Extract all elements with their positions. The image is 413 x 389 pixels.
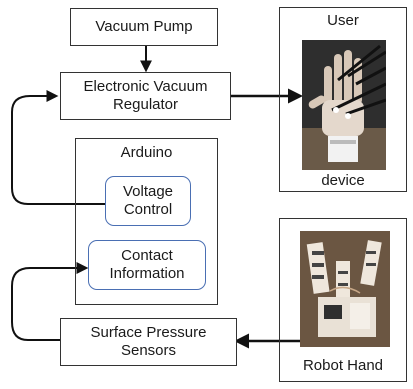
user-device-photo: [302, 40, 386, 170]
user-panel-caption: device: [321, 172, 365, 189]
vacuum-pump-label: Vacuum Pump: [95, 18, 193, 35]
arrow-voltage-to-regulator: [11, 90, 105, 205]
arduino-label: Arduino: [120, 144, 173, 161]
vacuum-regulator-box: Electronic Vacuum Regulator: [60, 72, 231, 120]
arduino-group: Arduino: [75, 138, 218, 305]
robot-hand-image: [300, 231, 390, 347]
robot-hand-photo: [300, 231, 390, 347]
vacuum-pump-box: Vacuum Pump: [70, 8, 218, 46]
contact-information-label: Contact Information: [109, 247, 185, 282]
pressure-sensors-label: Surface Pressure Sensors: [90, 324, 207, 359]
pressure-sensors-box: Surface Pressure Sensors: [60, 318, 237, 366]
glove-device-image: [302, 40, 386, 170]
voltage-control-box: Voltage Control: [105, 176, 191, 226]
voltage-control-label: Voltage Control: [122, 183, 174, 218]
robot-hand-caption: Robot Hand: [302, 357, 384, 374]
user-panel: User device: [279, 7, 407, 192]
robot-hand-panel: Robot Hand: [279, 218, 407, 382]
user-panel-title: User: [327, 12, 359, 29]
contact-information-box: Contact Information: [88, 240, 206, 290]
vacuum-regulator-label: Electronic Vacuum Regulator: [83, 78, 208, 113]
arrow-sensors-to-contact: [11, 262, 89, 341]
